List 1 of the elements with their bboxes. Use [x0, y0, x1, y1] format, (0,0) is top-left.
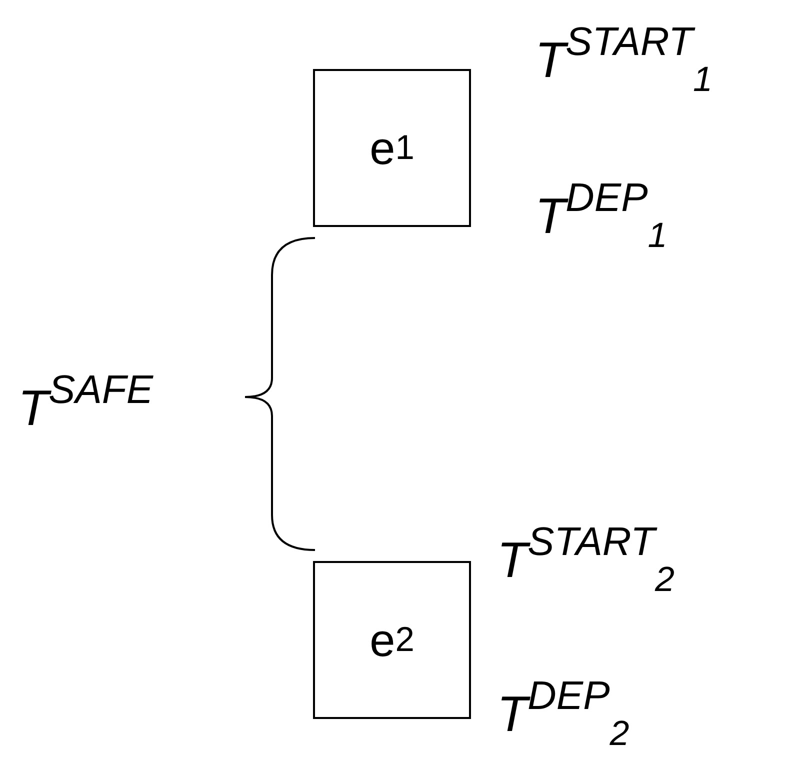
time-variable-label: T$^{SAFE}$ — [18, 370, 154, 433]
